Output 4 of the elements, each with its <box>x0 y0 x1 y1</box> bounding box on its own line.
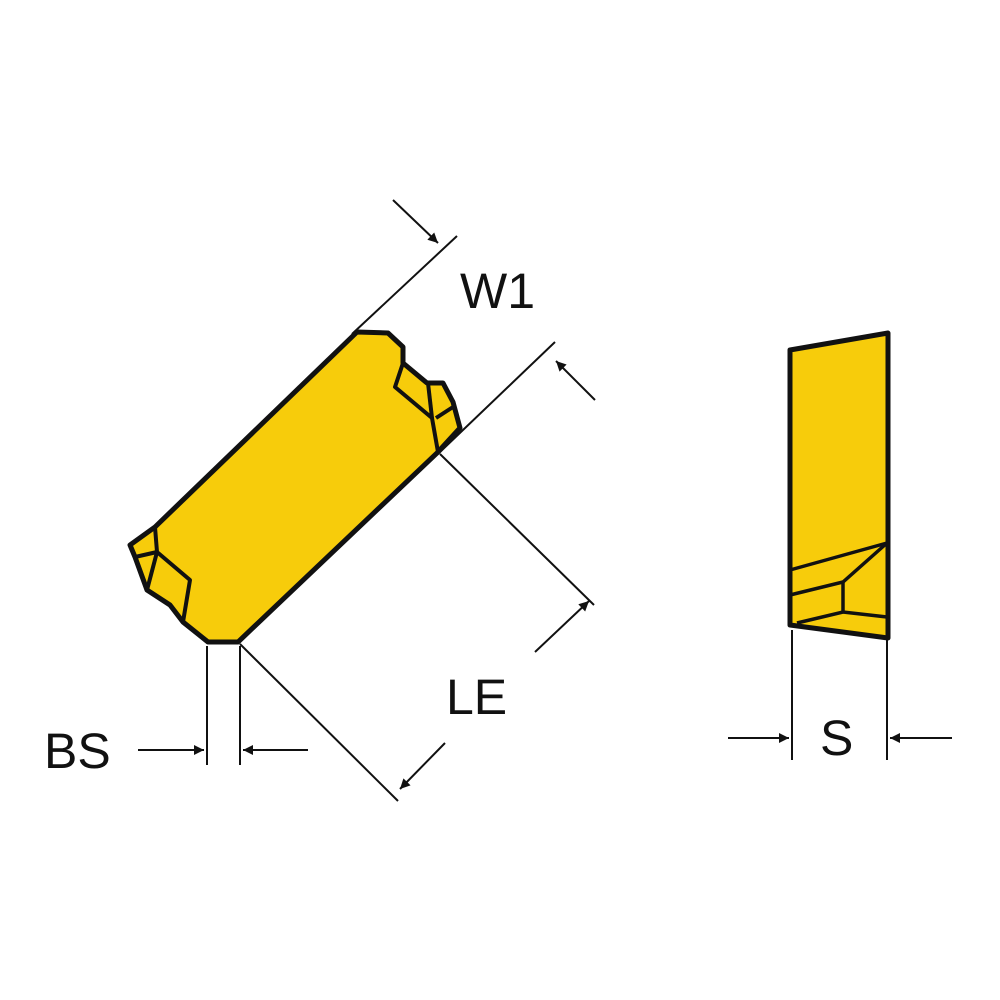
dimension-label: BS <box>44 726 111 776</box>
dimension-label: S <box>820 713 854 763</box>
dimension-label: W1 <box>460 266 535 316</box>
dimension-label: LE <box>446 672 508 722</box>
